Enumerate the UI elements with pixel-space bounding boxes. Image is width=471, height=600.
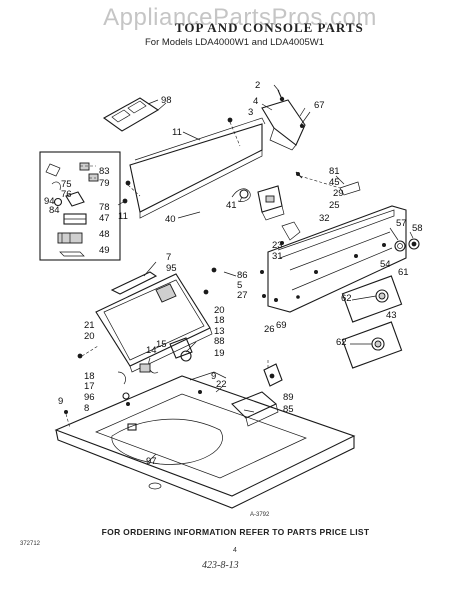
callout-17: 17 <box>84 381 95 392</box>
callout-69: 69 <box>276 320 287 331</box>
part-timer-and-switch <box>231 185 285 221</box>
callout-20-left: 20 <box>84 331 95 342</box>
callout-83: 83 <box>99 166 110 177</box>
callout-4: 4 <box>253 96 258 107</box>
document-code: 372712 <box>20 541 41 547</box>
part-inset-controls-kit <box>39 151 121 261</box>
callout-numbers: 98 2 4 3 67 11 83 79 75 76 94 84 78 47 4… <box>44 80 423 467</box>
callout-86: 86 <box>237 270 248 281</box>
callout-11-top: 11 <box>172 127 182 138</box>
callout-78: 78 <box>99 202 110 213</box>
watermark: AppliancePartsPros.com <box>103 4 377 31</box>
callout-7: 7 <box>166 252 171 263</box>
handwritten-code: 423-8-13 <box>202 560 239 571</box>
callout-27: 27 <box>237 290 248 301</box>
part-console-end-cap <box>102 97 167 132</box>
ordering-note: FOR ORDERING INFORMATION REFER TO PARTS … <box>101 527 370 537</box>
part-console-back-panel <box>117 117 266 219</box>
callout-81: 81 <box>329 166 340 177</box>
part-screws-and-bracket <box>261 89 311 151</box>
callout-67: 67 <box>314 100 325 111</box>
callout-43: 43 <box>386 310 397 321</box>
callout-75: 75 <box>61 179 72 190</box>
callout-97: 97 <box>146 456 157 467</box>
callout-15: 15 <box>156 339 167 350</box>
callout-96: 96 <box>84 392 95 403</box>
callout-31: 31 <box>272 251 283 262</box>
callout-57: 57 <box>396 218 407 229</box>
part-knobs <box>341 238 420 369</box>
callout-14: 14 <box>146 345 157 356</box>
callout-40: 40 <box>165 214 176 225</box>
callout-29: 29 <box>333 188 344 199</box>
callout-11-left: 11 <box>118 211 128 222</box>
callout-26: 26 <box>264 324 275 335</box>
callout-98: 98 <box>161 95 172 106</box>
callout-3: 3 <box>248 107 253 118</box>
callout-8: 8 <box>84 403 89 414</box>
callout-5: 5 <box>237 280 242 291</box>
callout-76: 76 <box>61 189 72 200</box>
callout-21: 21 <box>84 320 95 331</box>
callout-9-left: 9 <box>58 396 63 407</box>
part-switch-bracket <box>231 360 283 427</box>
callout-25: 25 <box>329 200 340 211</box>
callout-47: 47 <box>99 213 110 224</box>
callout-20-right: 20 <box>214 305 225 316</box>
callout-95: 95 <box>166 263 177 274</box>
callout-9-right: 9 <box>211 371 216 382</box>
callout-48: 48 <box>99 229 110 240</box>
callout-49: 49 <box>99 245 110 256</box>
callout-18-left: 18 <box>84 371 95 382</box>
callout-45: 45 <box>329 177 340 188</box>
callout-22: 22 <box>216 379 227 390</box>
callout-84: 84 <box>49 205 60 216</box>
callout-61: 61 <box>398 267 409 278</box>
callout-94: 94 <box>44 196 55 207</box>
part-lid-assembly <box>77 267 217 373</box>
page-title: TOP AND CONSOLE PARTS <box>175 20 364 35</box>
callout-62-lower: 62 <box>336 337 347 348</box>
part-lid-switch <box>117 337 193 406</box>
callout-19: 19 <box>214 348 225 359</box>
callout-13: 13 <box>214 326 225 337</box>
callout-18-right: 18 <box>214 315 225 326</box>
models-line: For Models LDA4000W1 and LDA4005W1 <box>145 37 325 48</box>
callout-79: 79 <box>99 178 110 189</box>
callout-41: 41 <box>226 200 237 211</box>
figure-code: A-3792 <box>250 512 270 518</box>
callout-62-upper: 62 <box>341 293 352 304</box>
part-top-cabinet <box>54 371 356 509</box>
callout-54: 54 <box>380 259 391 270</box>
callout-89: 89 <box>283 392 294 403</box>
callout-58: 58 <box>412 223 423 234</box>
callout-2: 2 <box>255 80 260 91</box>
callout-23: 23 <box>272 240 283 251</box>
callout-88: 88 <box>214 336 225 347</box>
callout-32: 32 <box>319 213 330 224</box>
part-control-panel <box>259 171 407 313</box>
page-number: 4 <box>233 547 237 554</box>
callout-leaders <box>143 84 414 463</box>
callout-85: 85 <box>283 404 294 415</box>
